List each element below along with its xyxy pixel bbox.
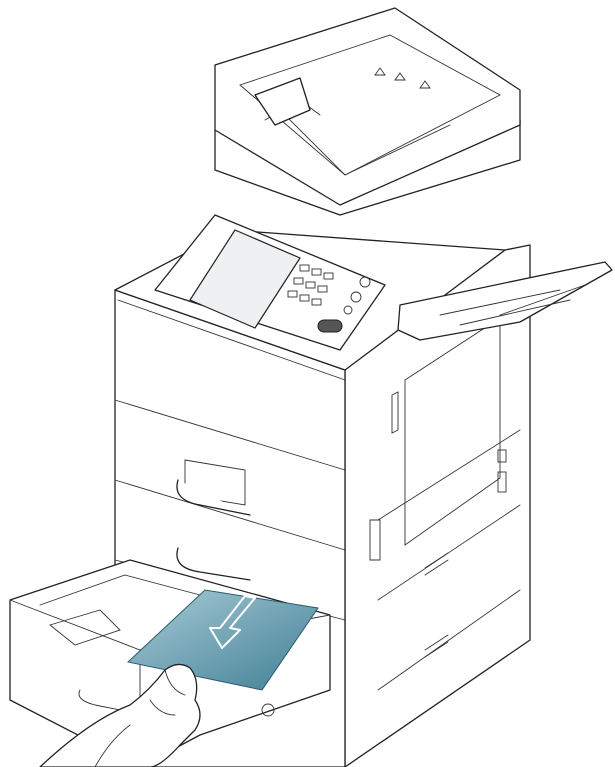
keypad[interactable] xyxy=(287,264,371,315)
output-tray xyxy=(397,261,613,341)
arrow-down-icon xyxy=(209,595,256,649)
power-socket-icon xyxy=(497,471,507,493)
touch-screen[interactable] xyxy=(189,229,301,329)
scanner-unit xyxy=(214,7,521,216)
drawer-handle-pulled[interactable] xyxy=(78,689,131,713)
hand-illustration xyxy=(39,663,201,767)
document-feeder-guide[interactable] xyxy=(254,77,311,126)
power-switch-icon[interactable] xyxy=(497,449,507,463)
drawer-handle-1[interactable] xyxy=(176,479,251,516)
control-panel xyxy=(154,214,386,351)
start-button[interactable] xyxy=(317,319,343,333)
drawer-handle-2[interactable] xyxy=(176,547,251,581)
